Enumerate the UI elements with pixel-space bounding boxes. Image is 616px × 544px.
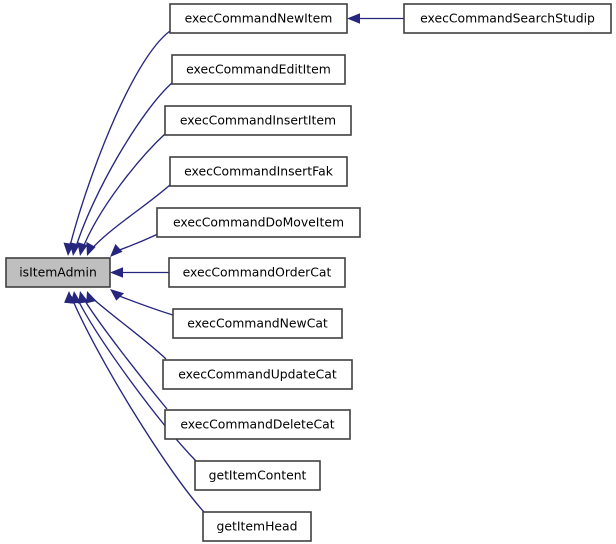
node-getItemContent[interactable]: getItemContent — [194, 460, 321, 491]
node-execCommandInsertItem[interactable]: execCommandInsertItem — [164, 105, 352, 136]
edge-execCommandOrderCat-to-isItemAdmin — [110, 267, 169, 278]
node-box[interactable] — [164, 409, 351, 440]
edge-line — [89, 295, 167, 360]
node-box[interactable] — [169, 3, 348, 34]
edge-line — [75, 295, 197, 462]
node-isItemAdmin[interactable]: isItemAdmin — [5, 257, 111, 288]
node-label: getItemHead — [217, 519, 298, 534]
edge-execCommandEditItem-to-isItemAdmin — [69, 81, 174, 256]
edge-line — [70, 295, 205, 513]
node-label: execCommandInsertFak — [184, 164, 334, 179]
node-box[interactable] — [168, 257, 346, 288]
node-box[interactable] — [172, 308, 343, 339]
edge-layer — [63, 13, 404, 513]
edge-line — [68, 30, 171, 251]
edge-execCommandSearchStudip-to-execCommandNewItem — [347, 13, 404, 24]
node-box[interactable] — [171, 54, 346, 85]
node-label: execCommandNewItem — [185, 11, 333, 26]
node-execCommandNewItem[interactable]: execCommandNewItem — [169, 3, 348, 34]
node-label: getItemContent — [209, 468, 307, 483]
edge-execCommandNewCat-to-isItemAdmin — [110, 289, 174, 316]
arrowhead-icon — [110, 244, 123, 257]
node-execCommandUpdateCat[interactable]: execCommandUpdateCat — [162, 359, 353, 390]
node-execCommandOrderCat[interactable]: execCommandOrderCat — [168, 257, 346, 288]
edge-execCommandDeleteCat-to-isItemAdmin — [78, 291, 168, 410]
arrowhead-icon — [110, 289, 124, 301]
edge-line — [81, 295, 168, 410]
node-box[interactable] — [162, 359, 353, 390]
node-box[interactable] — [5, 257, 111, 288]
node-execCommandEditItem[interactable]: execCommandEditItem — [171, 54, 346, 85]
edge-line — [74, 81, 174, 251]
arrowhead-icon — [69, 242, 80, 256]
node-label: execCommandEditItem — [186, 62, 331, 77]
edge-execCommandInsertFak-to-isItemAdmin — [86, 183, 172, 256]
node-execCommandNewCat[interactable]: execCommandNewCat — [172, 308, 343, 339]
arrowhead-icon — [110, 267, 123, 278]
edge-line — [81, 132, 167, 251]
node-label: execCommandInsertItem — [180, 113, 336, 128]
node-label: isItemAdmin — [19, 265, 97, 280]
node-label: execCommandDeleteCat — [180, 417, 334, 432]
node-label: execCommandUpdateCat — [178, 367, 337, 382]
edge-line — [113, 233, 159, 253]
node-label: execCommandDoMoveItem — [173, 215, 344, 230]
node-box[interactable] — [403, 3, 612, 34]
arrowhead-icon — [64, 291, 75, 304]
node-execCommandInsertFak[interactable]: execCommandInsertFak — [169, 156, 348, 187]
arrowhead-icon — [86, 241, 96, 256]
node-getItemHead[interactable]: getItemHead — [202, 511, 312, 542]
node-execCommandSearchStudip[interactable]: execCommandSearchStudip — [403, 3, 612, 34]
edge-getItemHead-to-isItemAdmin — [64, 291, 205, 513]
arrowhead-icon — [78, 291, 89, 304]
edge-execCommandUpdateCat-to-isItemAdmin — [86, 291, 167, 360]
node-execCommandDoMoveItem[interactable]: execCommandDoMoveItem — [156, 207, 361, 238]
arrowhead-icon — [347, 13, 360, 24]
node-execCommandDeleteCat[interactable]: execCommandDeleteCat — [164, 409, 351, 440]
node-box[interactable] — [164, 105, 352, 136]
edge-execCommandDoMoveItem-to-isItemAdmin — [110, 233, 159, 257]
edge-line — [113, 293, 174, 316]
node-layer: isItemAdmin execCommandNewItem execCommand… — [5, 3, 612, 542]
arrowhead-icon — [86, 291, 97, 304]
node-box[interactable] — [194, 460, 321, 491]
node-label: execCommandOrderCat — [183, 265, 332, 280]
node-box[interactable] — [202, 511, 312, 542]
node-box[interactable] — [156, 207, 361, 238]
edge-execCommandInsertItem-to-isItemAdmin — [77, 132, 167, 256]
edge-line — [89, 183, 172, 252]
arrowhead-icon — [77, 242, 88, 256]
node-box[interactable] — [169, 156, 348, 187]
edge-execCommandNewItem-to-isItemAdmin — [63, 30, 171, 256]
node-label: execCommandNewCat — [187, 316, 328, 331]
node-label: execCommandSearchStudip — [420, 11, 595, 26]
